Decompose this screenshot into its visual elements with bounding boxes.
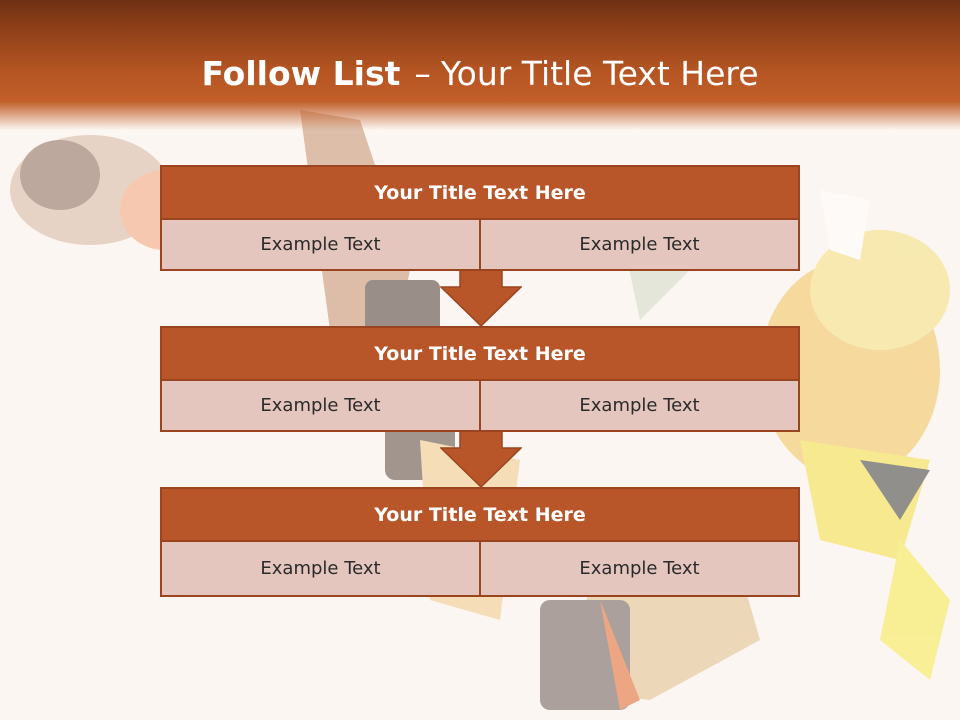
slide-title: Follow List–Your Title Text Here [0,52,960,96]
block-cell-right: Example Text [481,542,800,597]
block-cell-left: Example Text [160,220,481,271]
block-title: Your Title Text Here [160,165,800,220]
title-strong: Follow List [201,54,401,93]
block-cell-left: Example Text [160,381,481,432]
down-arrow-1 [440,270,522,328]
block-cell-right: Example Text [481,381,800,432]
title-separator: – [414,54,431,93]
down-arrow-2 [440,431,522,489]
block-title: Your Title Text Here [160,326,800,381]
list-block-2: Your Title Text Here Example Text Exampl… [160,326,800,432]
title-rest: Your Title Text Here [440,54,759,93]
title-band [0,0,960,130]
block-row: Example Text Example Text [160,381,800,432]
block-row: Example Text Example Text [160,220,800,271]
list-block-1: Your Title Text Here Example Text Exampl… [160,165,800,271]
block-title: Your Title Text Here [160,487,800,542]
list-block-3: Your Title Text Here Example Text Exampl… [160,487,800,597]
block-cell-left: Example Text [160,542,481,597]
block-row: Example Text Example Text [160,542,800,597]
block-cell-right: Example Text [481,220,800,271]
